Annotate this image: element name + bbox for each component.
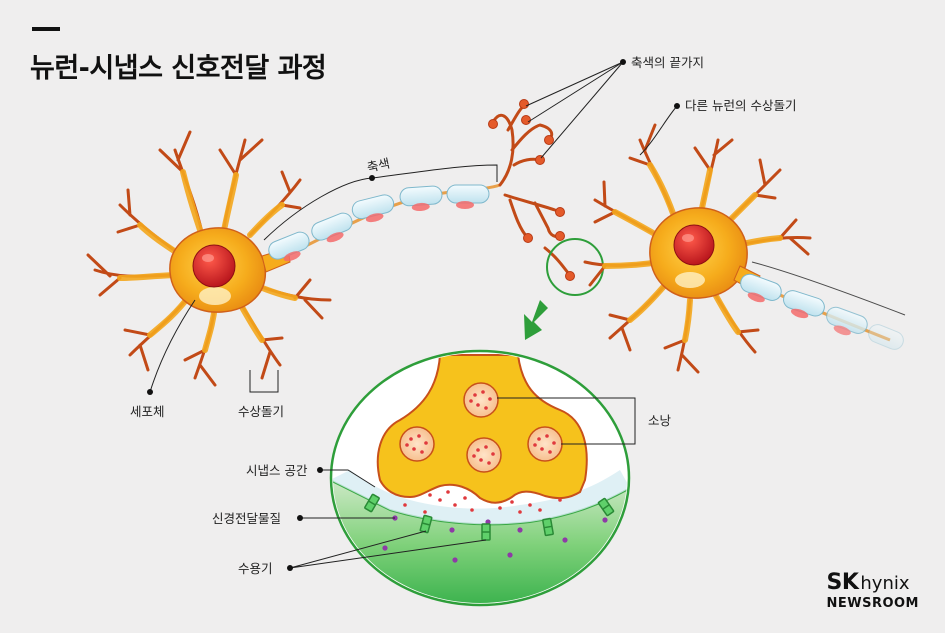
neurotransmitters — [403, 490, 562, 514]
label-axon: 축색 — [366, 155, 392, 174]
left-neuron — [86, 130, 332, 387]
logo-newsroom: NEWSROOM — [826, 596, 919, 611]
label-vesicle: 소낭 — [648, 413, 672, 428]
left-nucleus — [192, 244, 236, 288]
label-axon-terminal: 축색의 끝가지 — [631, 55, 704, 70]
label-neurotransmitter: 신경전달물질 — [212, 511, 281, 526]
receptor-leaders — [289, 530, 487, 569]
title-accent-bar — [32, 27, 60, 31]
right-nucleus — [673, 224, 715, 266]
label-synaptic-gap: 시냅스 공간 — [246, 463, 308, 478]
synaptic-gap-leader — [320, 469, 376, 488]
vesicle-bracket — [497, 397, 636, 445]
label-cell-body: 세포체 — [130, 404, 165, 419]
myelin-sheath — [268, 184, 490, 262]
logo-hynix: hynix — [860, 573, 910, 594]
receptors — [364, 493, 615, 541]
right-neuron — [583, 123, 812, 374]
synapse-zoom — [329, 349, 631, 607]
cell-body-leader — [149, 299, 196, 393]
left-axon — [263, 164, 501, 262]
label-other-dendrite: 다른 뉴런의 수상돌기 — [685, 98, 796, 113]
label-receptor: 수용기 — [238, 561, 273, 576]
dendrite-bracket — [249, 370, 279, 393]
axon-terminals — [491, 103, 572, 277]
synapse-highlight-circle[interactable] — [546, 238, 604, 296]
right-axon — [740, 261, 906, 350]
vesicles — [399, 382, 563, 473]
postsynaptic-membrane — [333, 480, 627, 603]
presynaptic-terminal — [376, 354, 588, 504]
logo-sk: SK — [826, 570, 859, 595]
page-title: 뉴런-시냅스 신호전달 과정 — [30, 53, 327, 84]
label-dendrite: 수상돌기 — [238, 404, 284, 419]
axon-terminal-leaders — [525, 61, 624, 159]
zoom-arrow — [524, 300, 548, 340]
